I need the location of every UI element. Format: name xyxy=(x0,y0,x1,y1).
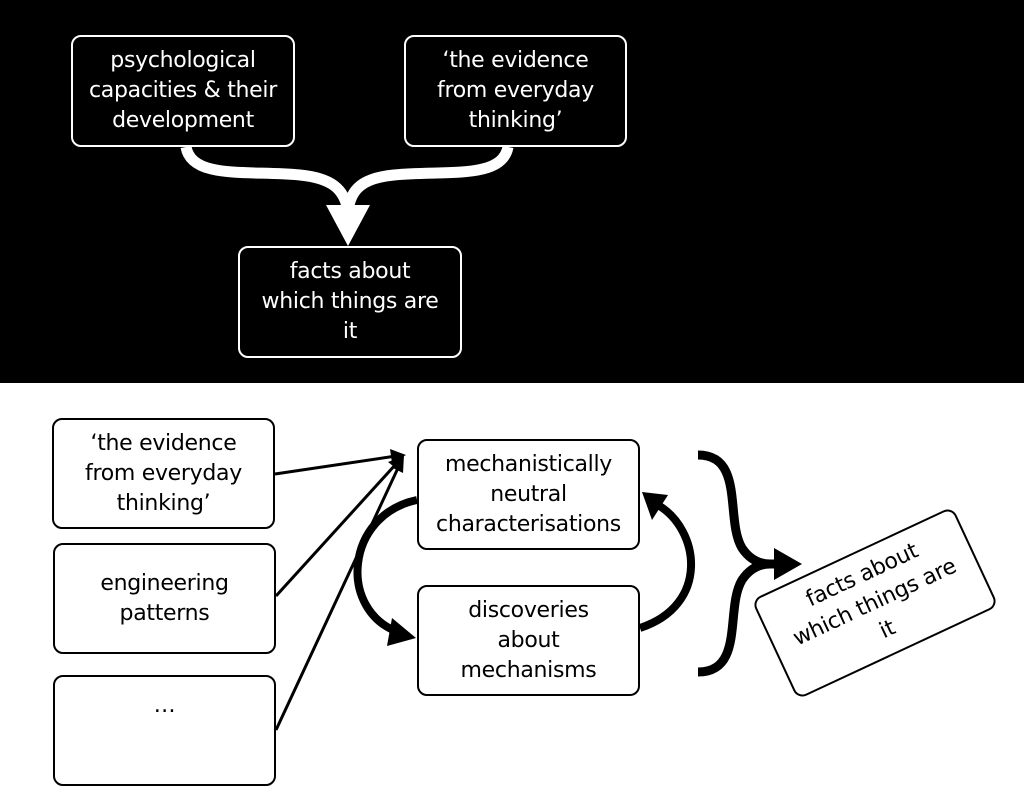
engineering-patterns-box: engineering patterns xyxy=(53,543,276,654)
more-sources-label: … xyxy=(153,693,176,718)
facts-box-top: facts about which things are it xyxy=(238,246,462,358)
everyday-evidence-box-bottom: ‘the evidence from everyday thinking’ xyxy=(52,418,275,529)
psychological-capacities-label: psychological capacities & their develop… xyxy=(89,48,277,133)
everyday-evidence-label-top: ‘the evidence from everyday thinking’ xyxy=(437,48,594,133)
everyday-evidence-box-top: ‘the evidence from everyday thinking’ xyxy=(404,35,627,147)
facts-label-top: facts about which things are it xyxy=(261,259,439,344)
more-sources-box: … xyxy=(53,675,276,786)
mechanistically-neutral-label: mechanistically neutral characterisation… xyxy=(436,451,621,537)
engineering-patterns-label: engineering patterns xyxy=(100,570,229,626)
discoveries-label: discoveries about mechanisms xyxy=(460,597,597,683)
everyday-evidence-label-bottom: ‘the evidence from everyday thinking’ xyxy=(85,430,242,516)
discoveries-box: discoveries about mechanisms xyxy=(417,585,640,696)
psychological-capacities-box: psychological capacities & their develop… xyxy=(71,35,295,147)
mechanistically-neutral-box: mechanistically neutral characterisation… xyxy=(417,439,640,550)
